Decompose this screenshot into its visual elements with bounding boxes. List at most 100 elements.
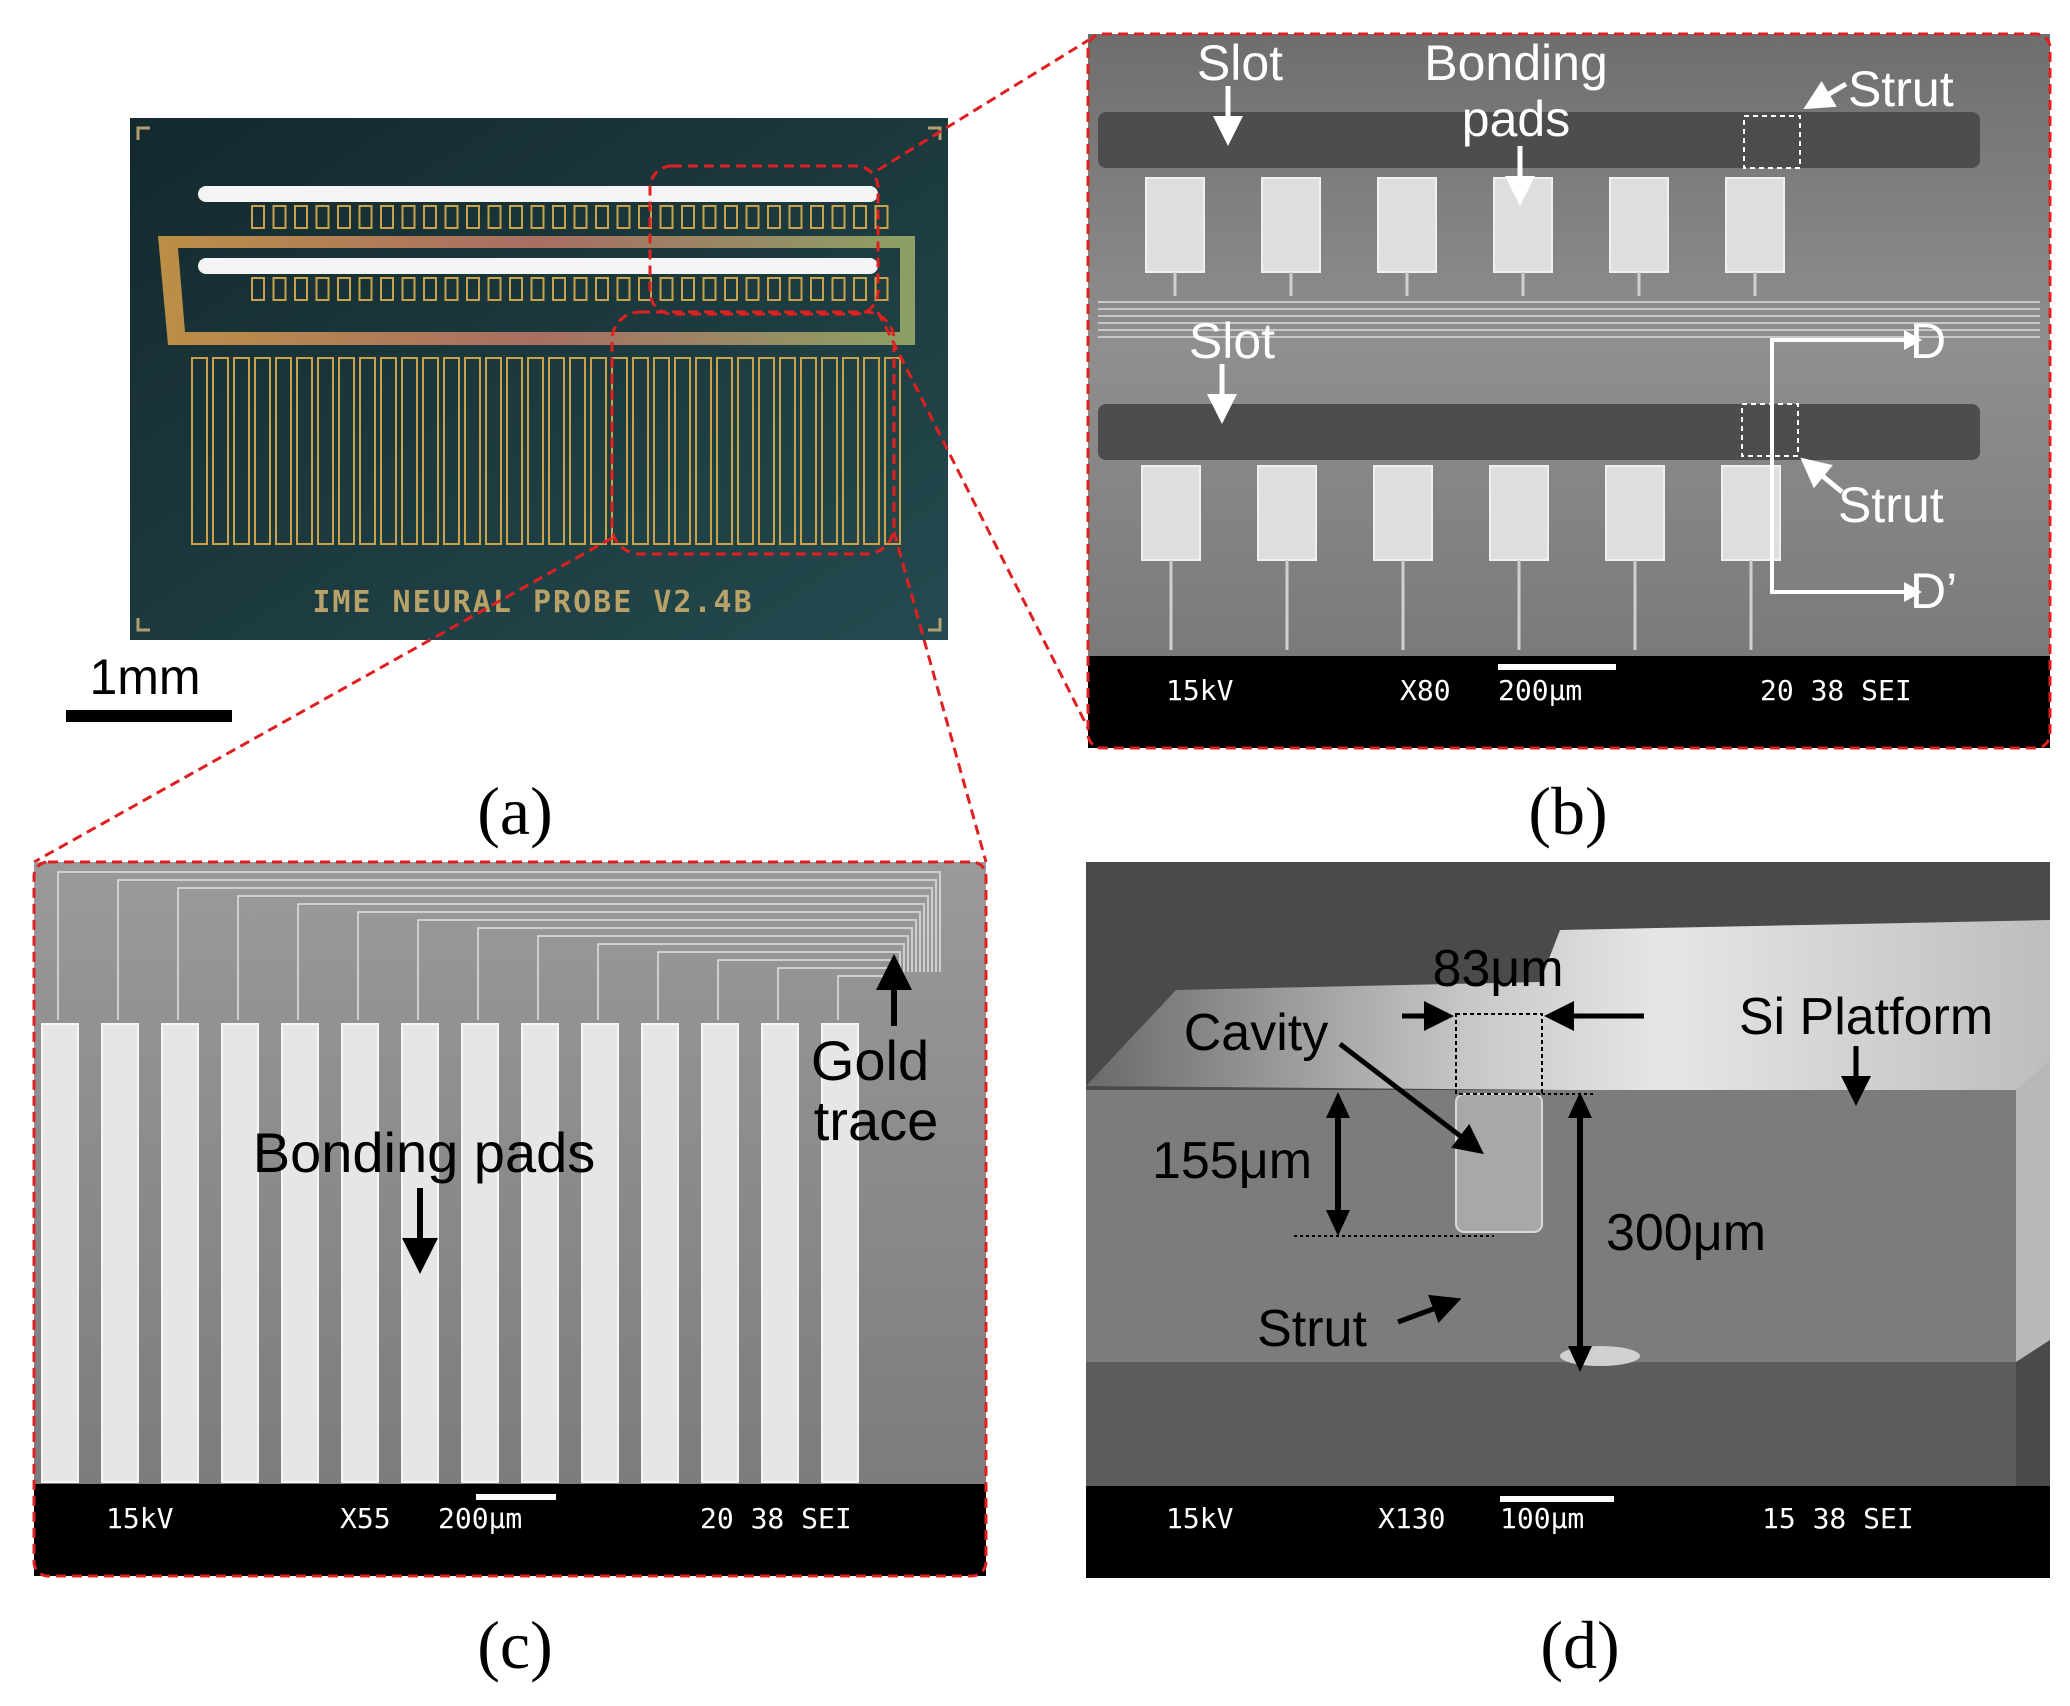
bonding-pad — [641, 1023, 679, 1483]
zoom-connectors — [33, 36, 1096, 864]
gold-trace — [237, 895, 929, 1020]
chip-pad — [737, 357, 754, 545]
chip-slot-bottom — [198, 258, 878, 274]
chip-pad — [317, 357, 334, 545]
chip-slot-top — [198, 186, 878, 202]
chip-pad — [552, 205, 566, 229]
chip-pad — [659, 205, 674, 229]
bonding-pad — [281, 1023, 319, 1483]
sem-scale-b: 200μm — [1498, 674, 1582, 707]
label-si-platform: Si Platform — [1739, 988, 1993, 1046]
chip-pad — [275, 357, 292, 545]
chip-pad — [337, 277, 351, 301]
strut-box-top — [1743, 115, 1801, 169]
chip-pad — [632, 357, 649, 545]
chip-pad — [487, 277, 502, 301]
label-slot-middle: Slot — [1189, 313, 1275, 369]
gold-trace — [417, 919, 917, 1020]
chip-pad — [487, 205, 502, 229]
chip-pad — [444, 277, 459, 301]
platform-front-face — [1086, 1090, 2016, 1362]
bonding-pad — [821, 1023, 859, 1483]
label-cavity: Cavity — [1184, 1004, 1328, 1062]
chip-pad — [401, 357, 418, 545]
slot-top — [1098, 112, 1980, 168]
chip-pad — [337, 205, 351, 229]
bonding-pad — [701, 1023, 739, 1483]
panel-c: Bonding pads Gold trace 15kV X55 200μm 2… — [32, 860, 988, 1683]
caption-a: (a) — [477, 773, 552, 849]
chip-pad — [590, 357, 607, 545]
chip-pad-row-bottom — [191, 357, 901, 545]
gold-trace — [177, 887, 933, 1020]
chip-pad — [800, 357, 817, 545]
caption-b: (b) — [1528, 773, 1607, 849]
sem-voltage-d: 15kV — [1166, 1502, 1234, 1535]
platform-side-face — [2016, 1060, 2050, 1362]
chip-pad — [681, 205, 695, 229]
bonding-pad-row-bottom — [1141, 465, 1781, 650]
chip-pad — [695, 357, 712, 545]
chip-pad — [466, 277, 480, 301]
sem-info-c: 20 38 SEI — [700, 1502, 852, 1535]
bonding-pad — [1489, 465, 1549, 561]
chip-pad — [380, 357, 397, 545]
sem-magnification-b: X80 — [1400, 674, 1451, 707]
chip-pad — [527, 357, 544, 545]
chip-pad — [779, 357, 796, 545]
gold-trace — [297, 903, 925, 1020]
chip-pad — [444, 205, 459, 229]
chip-pad — [853, 205, 867, 229]
chip-pad — [443, 357, 460, 545]
bonding-pad — [221, 1023, 259, 1483]
chip-pad — [464, 357, 481, 545]
gold-frame — [158, 236, 915, 345]
chip-pad — [548, 357, 565, 545]
chip-pad — [338, 357, 355, 545]
chip-pad-row-top — [251, 205, 889, 229]
sem-magnification-d: X130 — [1378, 1502, 1445, 1535]
caption-d: (d) — [1540, 1607, 1619, 1683]
label-section-d-prime: D’ — [1910, 563, 1957, 619]
bonding-pad — [1493, 177, 1553, 273]
label-gold-trace-line1: Gold — [811, 1029, 929, 1092]
chip-pad — [380, 277, 394, 301]
chip-pad — [233, 357, 250, 545]
bonding-pad — [1377, 177, 1437, 273]
chip-pad — [191, 357, 208, 545]
gold-trace — [357, 911, 921, 1020]
bonding-pad — [461, 1023, 499, 1483]
chip-pad — [401, 277, 416, 301]
panel-a: IME NEURAL PROBE V2.4B 1mm (a) — [66, 118, 948, 849]
section-line — [1770, 338, 1904, 594]
sem-scale-c: 200μm — [438, 1502, 522, 1535]
chip-pad — [821, 357, 838, 545]
bonding-pad-row-top — [1145, 177, 1785, 296]
sem-magnification-c: X55 — [340, 1502, 391, 1535]
scale-bar — [66, 710, 232, 722]
chip-pad — [745, 277, 760, 301]
chip-pad — [716, 357, 733, 545]
sem-info-d: 15 38 SEI — [1762, 1502, 1914, 1535]
label-thickness: 300μm — [1606, 1204, 1766, 1262]
sem-info-b: 20 38 SEI — [1760, 674, 1912, 707]
chip-pad — [674, 357, 691, 545]
chip-pad — [294, 277, 308, 301]
panel-b: Slot Bonding pads Strut Slot Strut D D’ … — [1086, 32, 2052, 849]
alignment-marks — [136, 126, 942, 632]
chip-pad-row-middle — [251, 277, 889, 301]
slot-middle — [1098, 404, 1980, 460]
label-bonding-pads-line2: pads — [1462, 91, 1570, 147]
bonding-pad — [1605, 465, 1665, 561]
chip-pad — [758, 357, 775, 545]
chip-pad — [251, 205, 265, 229]
chip-pad — [724, 205, 738, 229]
chip-label: IME NEURAL PROBE V2.4B — [312, 585, 753, 620]
caption-c: (c) — [477, 1607, 552, 1683]
gold-trace — [117, 879, 937, 1020]
chip-pad — [863, 357, 880, 545]
arrow-strut-bottom — [1800, 457, 1844, 494]
chip-pad — [874, 205, 889, 229]
highlight-frame-b — [1086, 32, 2052, 750]
label-strut-top: Strut — [1848, 61, 1954, 117]
